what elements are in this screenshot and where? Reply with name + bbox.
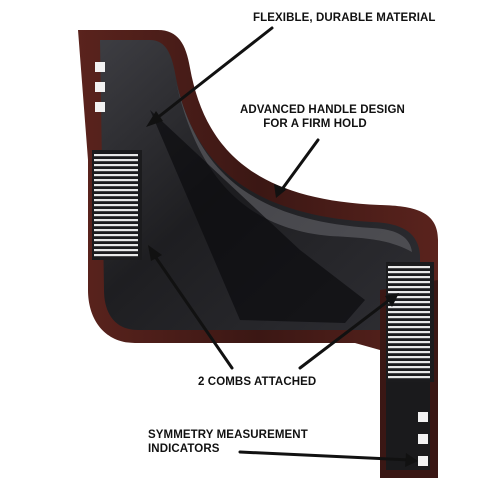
arrow-icon: [278, 138, 320, 194]
comb-tooth: [388, 361, 430, 364]
comb-tooth: [388, 266, 430, 269]
square-hole-icon: [95, 82, 105, 92]
comb-tooth: [388, 281, 430, 284]
lower-indicators: [418, 412, 428, 466]
comb-tooth: [94, 189, 138, 192]
comb-tooth: [94, 154, 138, 157]
comb-tooth: [388, 286, 430, 289]
arrow-icon: [238, 450, 412, 462]
comb-tooth: [94, 214, 138, 217]
comb-tooth: [388, 356, 430, 359]
arrow-head: [405, 453, 418, 467]
comb-tooth: [94, 234, 138, 237]
glass-dark-wedge: [150, 110, 365, 323]
comb-tooth: [94, 239, 138, 242]
upper-indicators: [95, 62, 105, 112]
arrow-icon: [150, 250, 234, 370]
comb-tooth: [94, 224, 138, 227]
comb-tooth: [388, 291, 430, 294]
callout-handle-design: ADVANCED HANDLE DESIGN FOR A FIRM HOLD: [240, 103, 405, 131]
callout-symmetry-line2: INDICATORS: [148, 443, 220, 455]
comb-tooth: [94, 194, 138, 197]
comb-icon: [92, 150, 142, 260]
comb-tooth: [388, 311, 430, 314]
square-hole-icon: [418, 456, 428, 466]
comb-tooth: [388, 296, 430, 299]
comb-icon: [386, 262, 434, 382]
comb-tooth: [94, 179, 138, 182]
arrow-head: [385, 293, 399, 307]
comb-tooth: [94, 204, 138, 207]
comb-tooth: [388, 351, 430, 354]
square-hole-icon: [418, 434, 428, 444]
comb-tooth: [388, 346, 430, 349]
comb-tooth: [388, 341, 430, 344]
arrow-head: [148, 245, 162, 261]
comb-tooth: [388, 276, 430, 279]
callout-symmetry-line1: SYMMETRY MEASUREMENT: [148, 429, 308, 441]
comb-tooth: [94, 244, 138, 247]
comb-tooth: [388, 366, 430, 369]
comb-tooth: [388, 326, 430, 329]
comb-tooth: [94, 169, 138, 172]
square-hole-icon: [95, 102, 105, 112]
comb-tooth: [94, 159, 138, 162]
comb-tooth: [94, 209, 138, 212]
comb-tooth: [388, 371, 430, 374]
comb-tooth: [388, 331, 430, 334]
comb-tooth: [388, 301, 430, 304]
comb-tooth: [94, 174, 138, 177]
square-hole-icon: [95, 62, 105, 72]
comb-tooth: [388, 336, 430, 339]
comb-tooth: [94, 249, 138, 252]
arrow-icon: [150, 26, 274, 124]
callout-flexible-material: FLEXIBLE, DURABLE MATERIAL: [253, 12, 436, 24]
callout-handle-line1: ADVANCED HANDLE DESIGN: [240, 104, 405, 116]
arrow-head: [274, 184, 287, 198]
tool-body: [100, 40, 420, 330]
comb-tooth: [94, 199, 138, 202]
comb-tooth: [388, 376, 430, 379]
comb-tooth: [388, 316, 430, 319]
comb-tooth: [94, 219, 138, 222]
square-hole-icon: [418, 412, 428, 422]
comb-tooth: [94, 164, 138, 167]
callout-handle-line2: FOR A FIRM HOLD: [263, 118, 367, 130]
callout-symmetry: SYMMETRY MEASUREMENT INDICATORS: [148, 428, 308, 456]
comb-tooth: [388, 271, 430, 274]
arrow-head: [146, 111, 163, 127]
comb-tooth: [94, 229, 138, 232]
comb-tooth: [94, 254, 138, 257]
comb-tooth: [388, 321, 430, 324]
glass-sheen: [176, 82, 412, 252]
comb-tooth: [94, 184, 138, 187]
arrow-icon: [298, 296, 394, 370]
comb-tooth: [388, 306, 430, 309]
callout-combs: 2 COMBS ATTACHED: [198, 376, 317, 388]
